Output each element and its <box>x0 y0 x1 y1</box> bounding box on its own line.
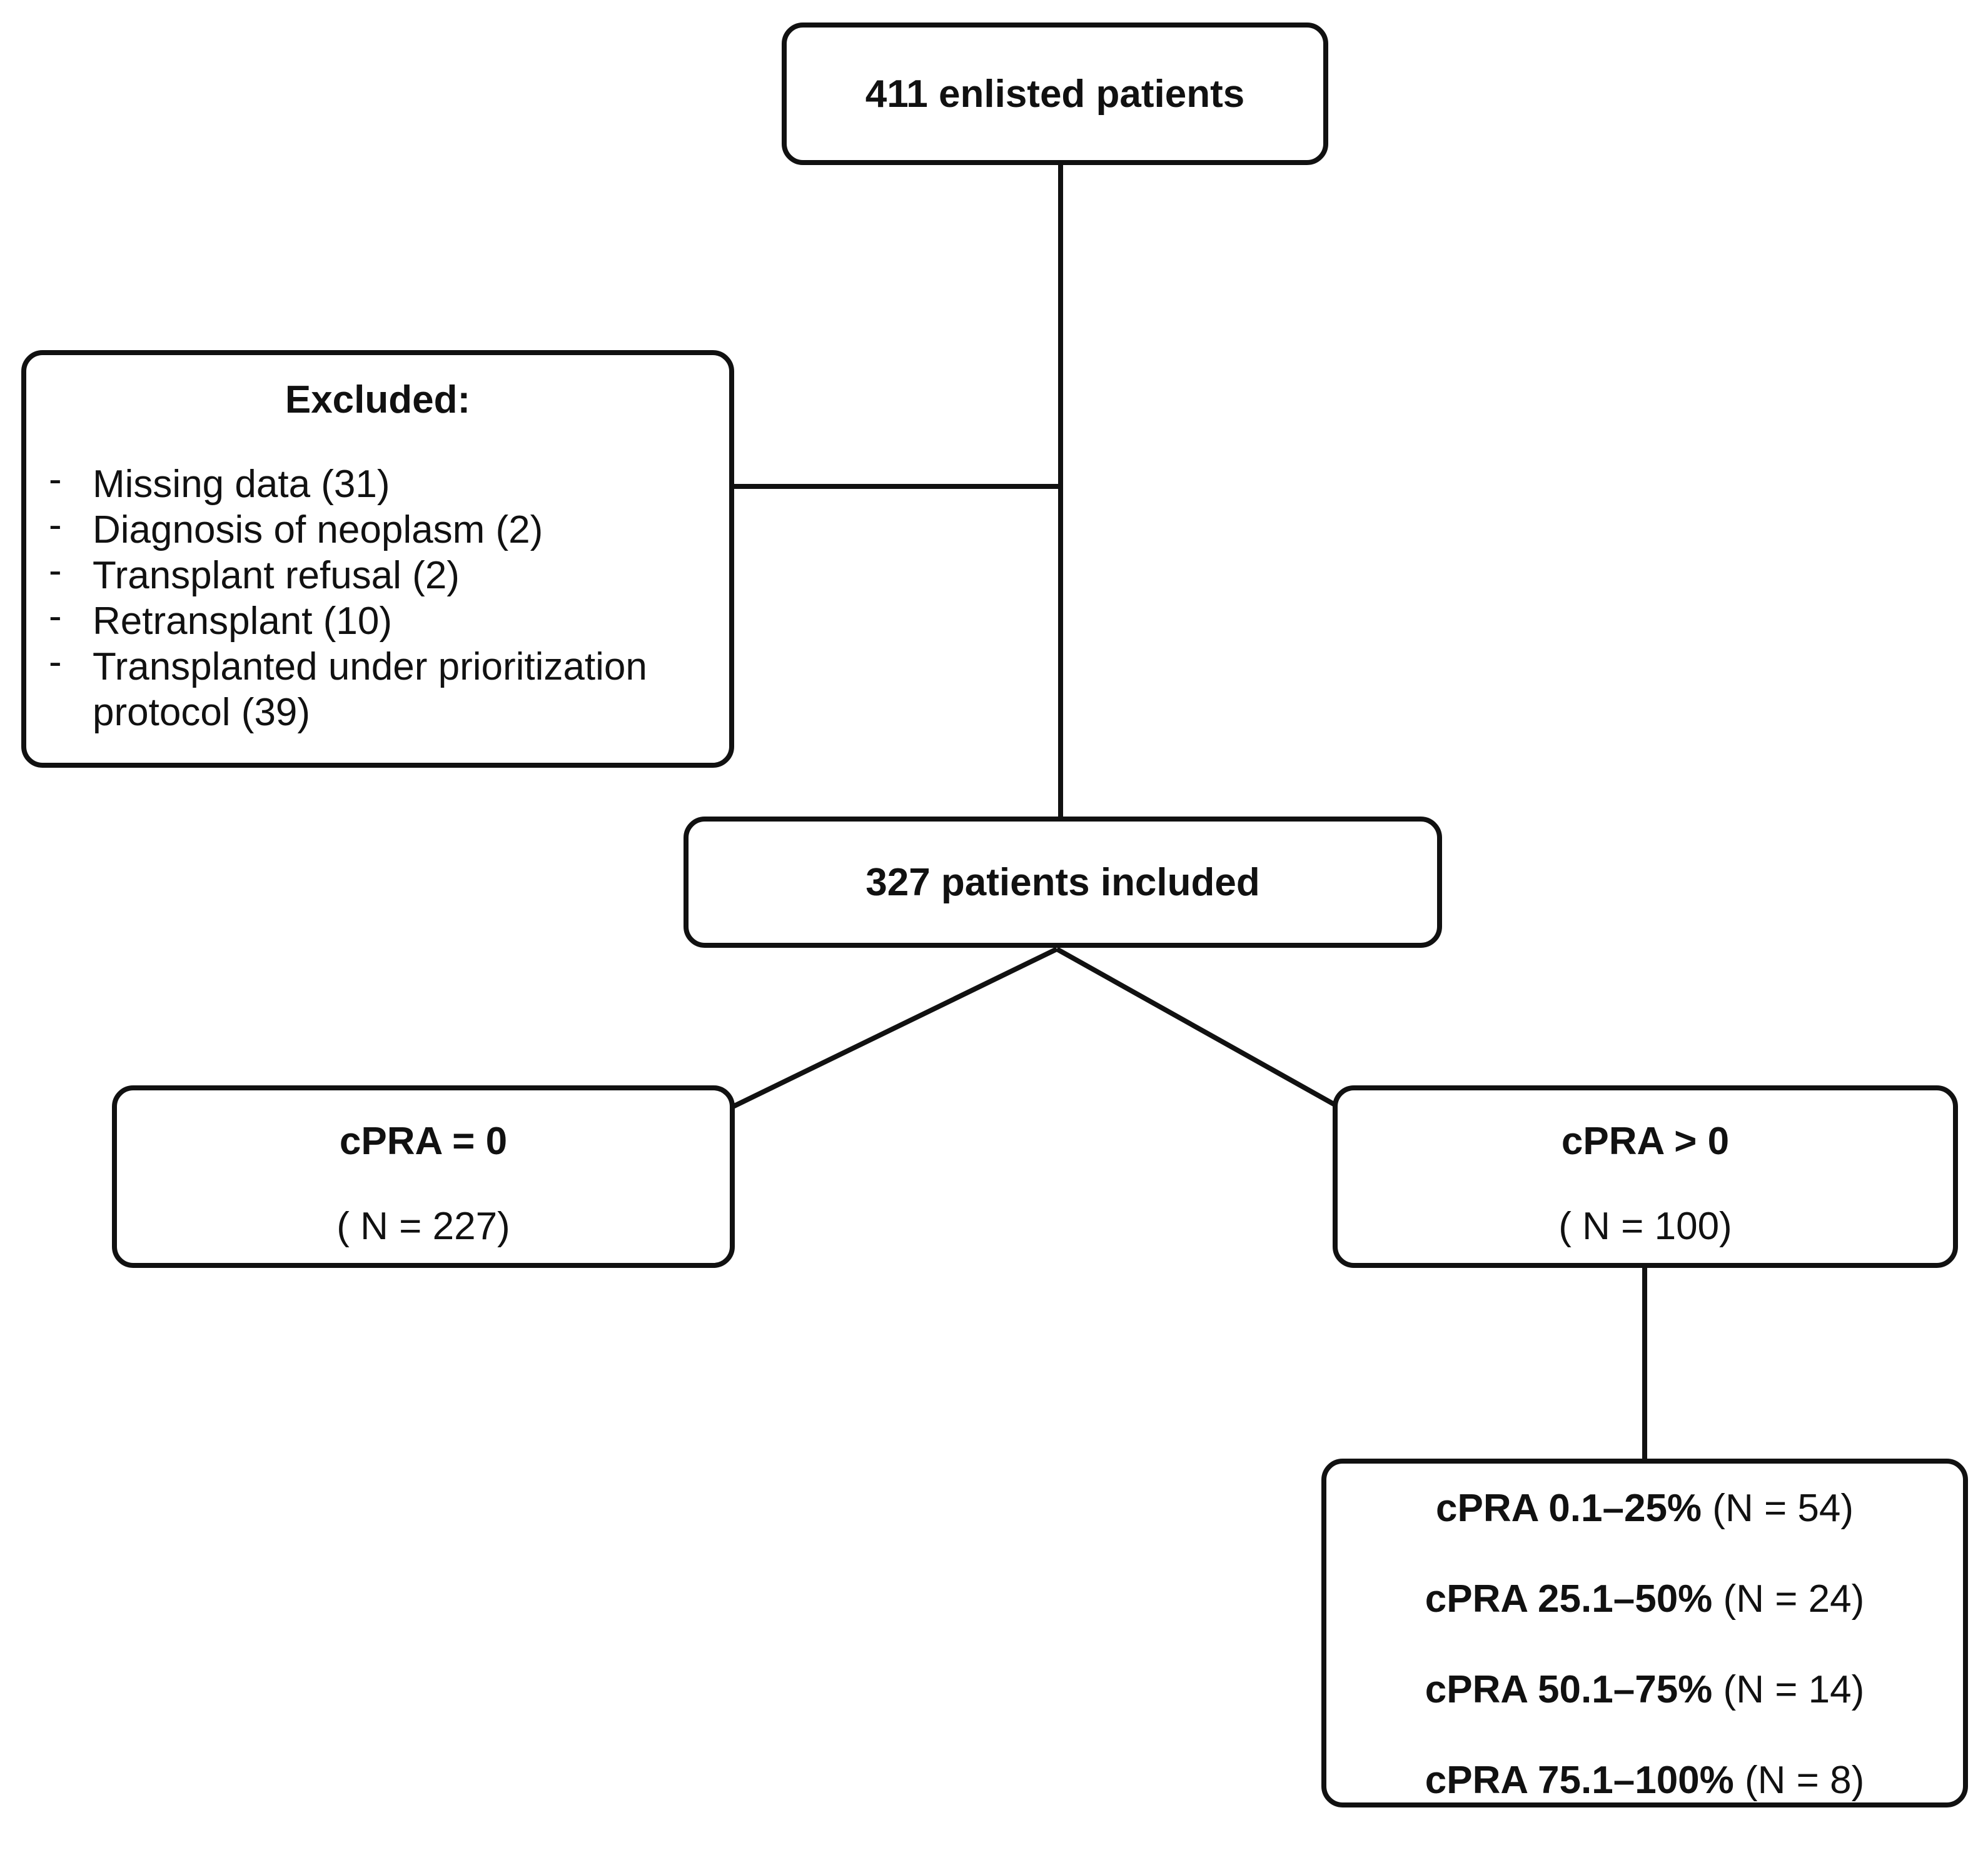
cpra-range-label: cPRA 25.1–50% <box>1425 1577 1713 1621</box>
cpra-zero-node: cPRA = 0 ( N = 227) <box>112 1085 735 1268</box>
edge-included-to-cpra-positive <box>1056 947 1340 1109</box>
excluded-item-label: Retransplant (10) <box>93 600 393 643</box>
cpra-range-count: (N = 8) <box>1745 1759 1865 1802</box>
cpra-range-label: cPRA 75.1–100% <box>1425 1759 1734 1802</box>
excluded-item-prioritization-protocol: - Transplanted under prioritization prot… <box>26 640 729 735</box>
included-patients-node: 327 patients included <box>684 817 1442 948</box>
cpra-range-item: cPRA 75.1–100% (N = 8) <box>1326 1759 1963 1852</box>
cpra-range-count: (N = 24) <box>1723 1577 1865 1621</box>
excluded-item-label: Transplanted under prioritization protoc… <box>93 645 647 734</box>
cpra-range-item: cPRA 25.1–50% (N = 24) <box>1326 1580 1963 1671</box>
bullet-dash: - <box>49 503 62 546</box>
edge-included-to-cpra-zero <box>732 947 1058 1109</box>
cpra-range-item: cPRA 0.1–25% (N = 54) <box>1326 1487 1963 1581</box>
excluded-title: Excluded: <box>285 378 471 421</box>
cpra-range-count: (N = 54) <box>1712 1487 1854 1530</box>
bullet-dash: - <box>49 640 62 683</box>
cpra-positive-count: ( N = 100) <box>1558 1205 1732 1248</box>
bullet-dash: - <box>49 458 62 501</box>
cpra-ranges-list: cPRA 0.1–25% (N = 54) cPRA 25.1–50% (N =… <box>1326 1487 1963 1852</box>
bullet-dash: - <box>49 595 62 638</box>
cpra-range-item: cPRA 50.1–75% (N = 14) <box>1326 1671 1963 1762</box>
cpra-range-label: cPRA 0.1–25% <box>1435 1487 1702 1530</box>
excluded-item-label: Diagnosis of neoplasm (2) <box>93 508 543 551</box>
excluded-item-neoplasm: - Diagnosis of neoplasm (2) <box>26 503 729 553</box>
excluded-item-transplant-refusal: - Transplant refusal (2) <box>26 549 729 598</box>
included-patients-label: 327 patients included <box>865 860 1260 904</box>
enlisted-patients-node: 411 enlisted patients <box>782 23 1328 165</box>
excluded-item-retransplant: - Retransplant (10) <box>26 595 729 644</box>
enlisted-patients-label: 411 enlisted patients <box>865 72 1245 116</box>
cpra-range-label: cPRA 50.1–75% <box>1425 1668 1713 1711</box>
cpra-zero-count: ( N = 227) <box>336 1205 510 1248</box>
excluded-node: Excluded: - Missing data (31) - Diagnosi… <box>21 350 734 768</box>
cpra-positive-title: cPRA > 0 <box>1561 1120 1730 1163</box>
cpra-ranges-node: cPRA 0.1–25% (N = 54) cPRA 25.1–50% (N =… <box>1321 1459 1968 1807</box>
cpra-range-count: (N = 14) <box>1723 1668 1865 1711</box>
excluded-item-label: Missing data (31) <box>93 463 390 506</box>
bullet-dash: - <box>49 549 62 592</box>
cpra-zero-title: cPRA = 0 <box>339 1120 508 1163</box>
excluded-item-missing-data: - Missing data (31) <box>26 458 729 507</box>
excluded-list: - Missing data (31) - Diagnosis of neopl… <box>26 458 729 735</box>
cpra-positive-node: cPRA > 0 ( N = 100) <box>1333 1085 1958 1268</box>
excluded-item-label: Transplant refusal (2) <box>93 554 460 597</box>
